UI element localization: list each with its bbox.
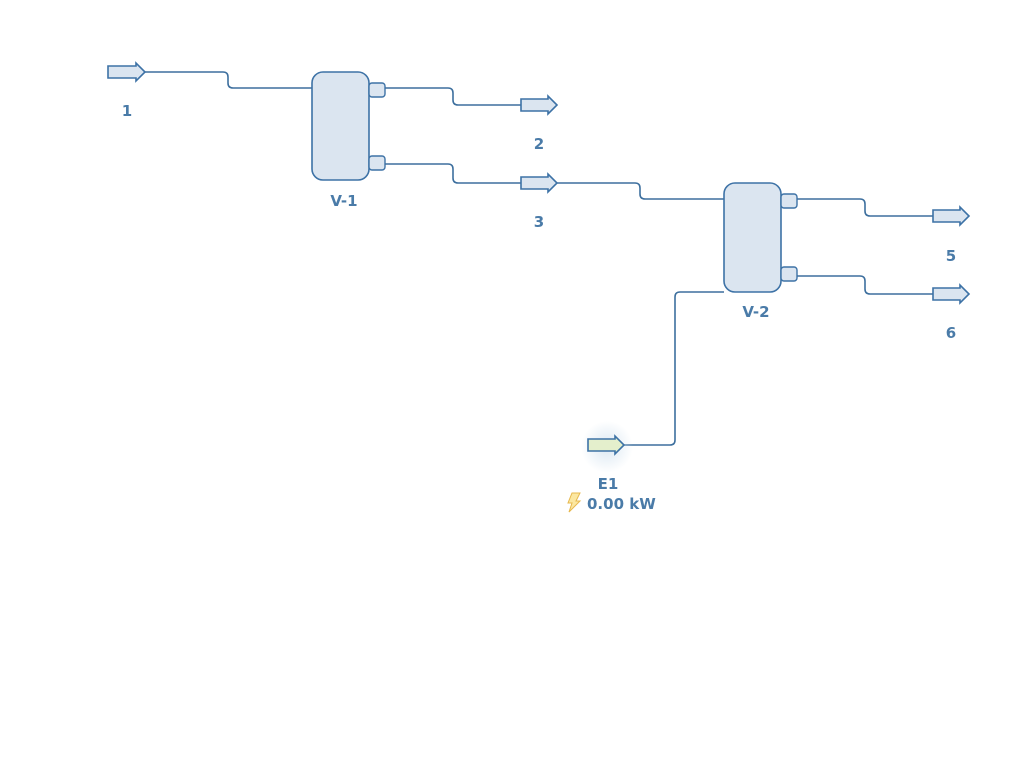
pipe-stream-2[interactable] [385,87,521,106]
stream-label-3: 3 [534,213,544,231]
stream-6-arrow-icon[interactable] [932,283,971,305]
v1-bottom-nozzle [368,155,386,171]
pipe-stream-3-right[interactable] [556,182,724,200]
pipe-stream-5[interactable] [797,198,933,217]
stream-label-6: 6 [946,324,956,342]
vessel-v1[interactable] [311,71,386,181]
stream-label-1: 1 [122,102,132,120]
stream-label-2: 2 [534,135,544,153]
v2-bottom-nozzle [780,266,798,282]
vessel-label-v2: V-2 [742,303,769,321]
v1-top-nozzle [368,82,386,98]
energy-label-e1: E1 [598,475,619,493]
stream-label-5: 5 [946,247,956,265]
energy-duty-value: 0.00 kW [587,495,656,513]
vessel-label-v1: V-1 [330,192,357,210]
stream-5-arrow-icon[interactable] [932,205,971,227]
stream-1-arrow-icon[interactable] [107,61,147,83]
pipe-stream-3-left[interactable] [385,163,521,184]
energy-line-e1[interactable] [624,291,724,446]
pipe-stream-6[interactable] [797,275,933,295]
stream-3-arrow-icon[interactable] [520,172,559,194]
energy-e1-arrow-icon[interactable] [587,434,626,456]
stream-2-arrow-icon[interactable] [520,94,559,116]
pipe-stream-1[interactable] [144,71,312,89]
vessel-v2[interactable] [723,182,798,293]
lightning-bolt-icon [567,492,582,513]
v2-top-nozzle [780,193,798,209]
